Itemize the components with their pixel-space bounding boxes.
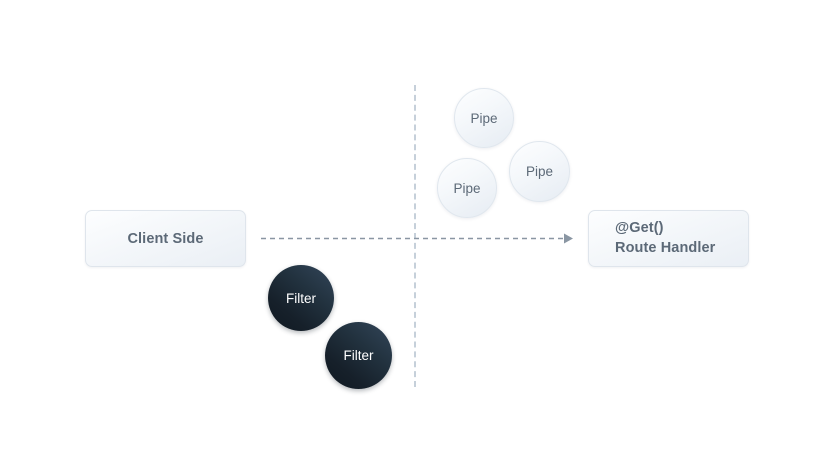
- pipe-node-1[interactable]: Pipe: [454, 88, 514, 148]
- pipe-label-2: Pipe: [453, 180, 481, 196]
- filter-node-2[interactable]: Filter: [325, 322, 392, 389]
- route-handler-title-label: Route Handler: [615, 239, 716, 256]
- filter-label-2: Filter: [343, 348, 374, 363]
- request-flow-arrow: [261, 233, 573, 244]
- filter-label-1: Filter: [286, 290, 316, 306]
- filter-node-1[interactable]: Filter: [268, 265, 334, 331]
- pipe-node-3[interactable]: Pipe: [509, 141, 570, 202]
- pipe-label-1: Pipe: [470, 110, 498, 126]
- pipe-label-3: Pipe: [525, 164, 554, 179]
- route-handler-decorator-label: @Get(): [615, 220, 664, 237]
- route-handler-node[interactable]: @Get() Route Handler: [588, 210, 749, 267]
- client-side-label: Client Side: [127, 230, 204, 247]
- client-side-node[interactable]: Client Side: [85, 210, 246, 267]
- route-handler-label-group: @Get() Route Handler: [615, 219, 715, 257]
- pipe-node-2[interactable]: Pipe: [437, 158, 497, 218]
- vertical-dashed-divider: [414, 85, 416, 387]
